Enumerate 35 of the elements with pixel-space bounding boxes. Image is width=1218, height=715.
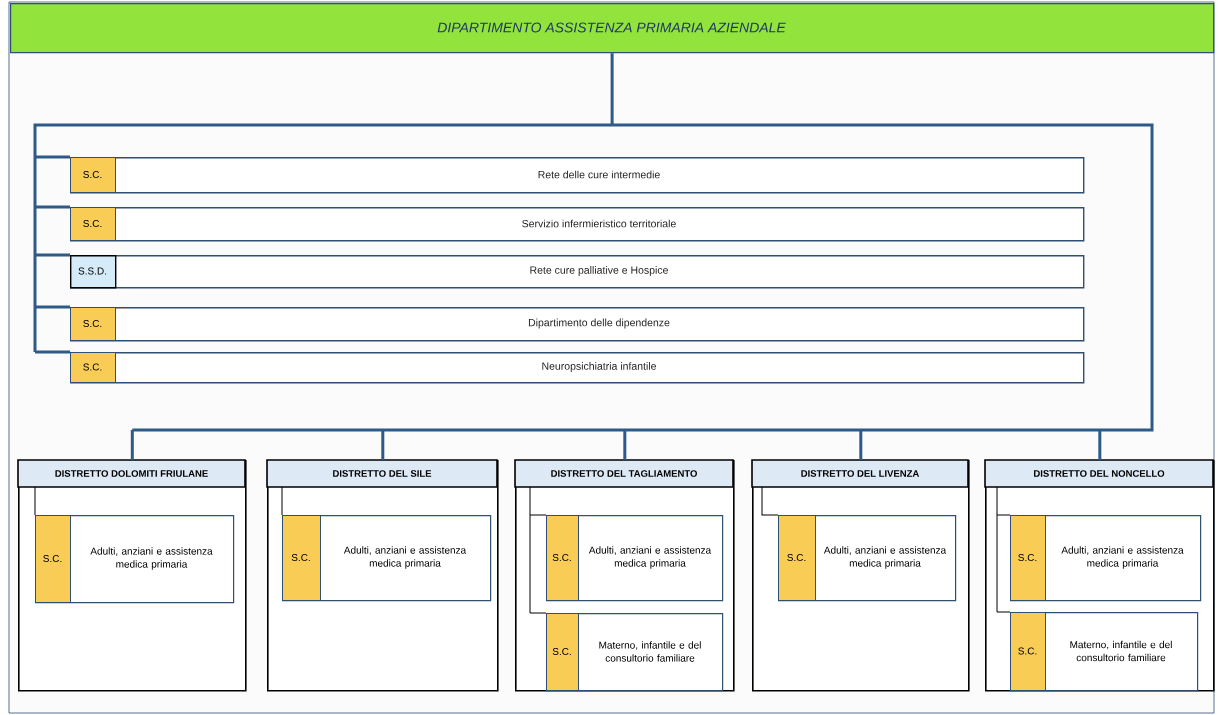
type-badge: S.S.D. — [70, 255, 117, 289]
connector-line — [33, 123, 613, 352]
type-badge: S.C. — [70, 207, 116, 241]
type-badge: S.C. — [546, 515, 579, 601]
connector-line — [281, 486, 283, 516]
connector-line — [529, 612, 547, 614]
connector-line — [1098, 430, 1102, 460]
title-bar: DIPARTIMENTO ASSISTENZA PRIMARIA AZIENDALE — [10, 3, 1215, 54]
connector-line — [130, 430, 134, 460]
type-badge: S.C. — [35, 515, 71, 603]
type-badge: S.C. — [282, 515, 321, 601]
type-badge: S.C. — [70, 352, 116, 383]
connector-line — [859, 430, 863, 460]
connector-line — [35, 350, 70, 354]
connector-line — [996, 611, 1011, 613]
type-badge: S.C. — [778, 515, 816, 601]
type-badge: S.C. — [1010, 515, 1046, 601]
connector-line — [996, 486, 998, 613]
connector-line — [35, 155, 70, 159]
connector-line — [529, 514, 547, 516]
type-badge: S.C. — [1010, 612, 1046, 691]
connector-line — [35, 305, 70, 309]
connector-line — [529, 486, 531, 614]
connector-line — [381, 430, 385, 460]
type-badge: S.C. — [70, 307, 116, 341]
connector-line — [761, 486, 779, 516]
connector-line — [34, 486, 36, 516]
type-badge: S.C. — [546, 613, 579, 691]
connector-line — [996, 514, 1011, 516]
connector-line — [132, 123, 1154, 432]
connector-line — [35, 205, 70, 209]
connector-line — [623, 430, 627, 460]
connector-line — [35, 253, 70, 257]
type-badge: S.C. — [70, 157, 116, 193]
connector-line — [610, 53, 614, 125]
